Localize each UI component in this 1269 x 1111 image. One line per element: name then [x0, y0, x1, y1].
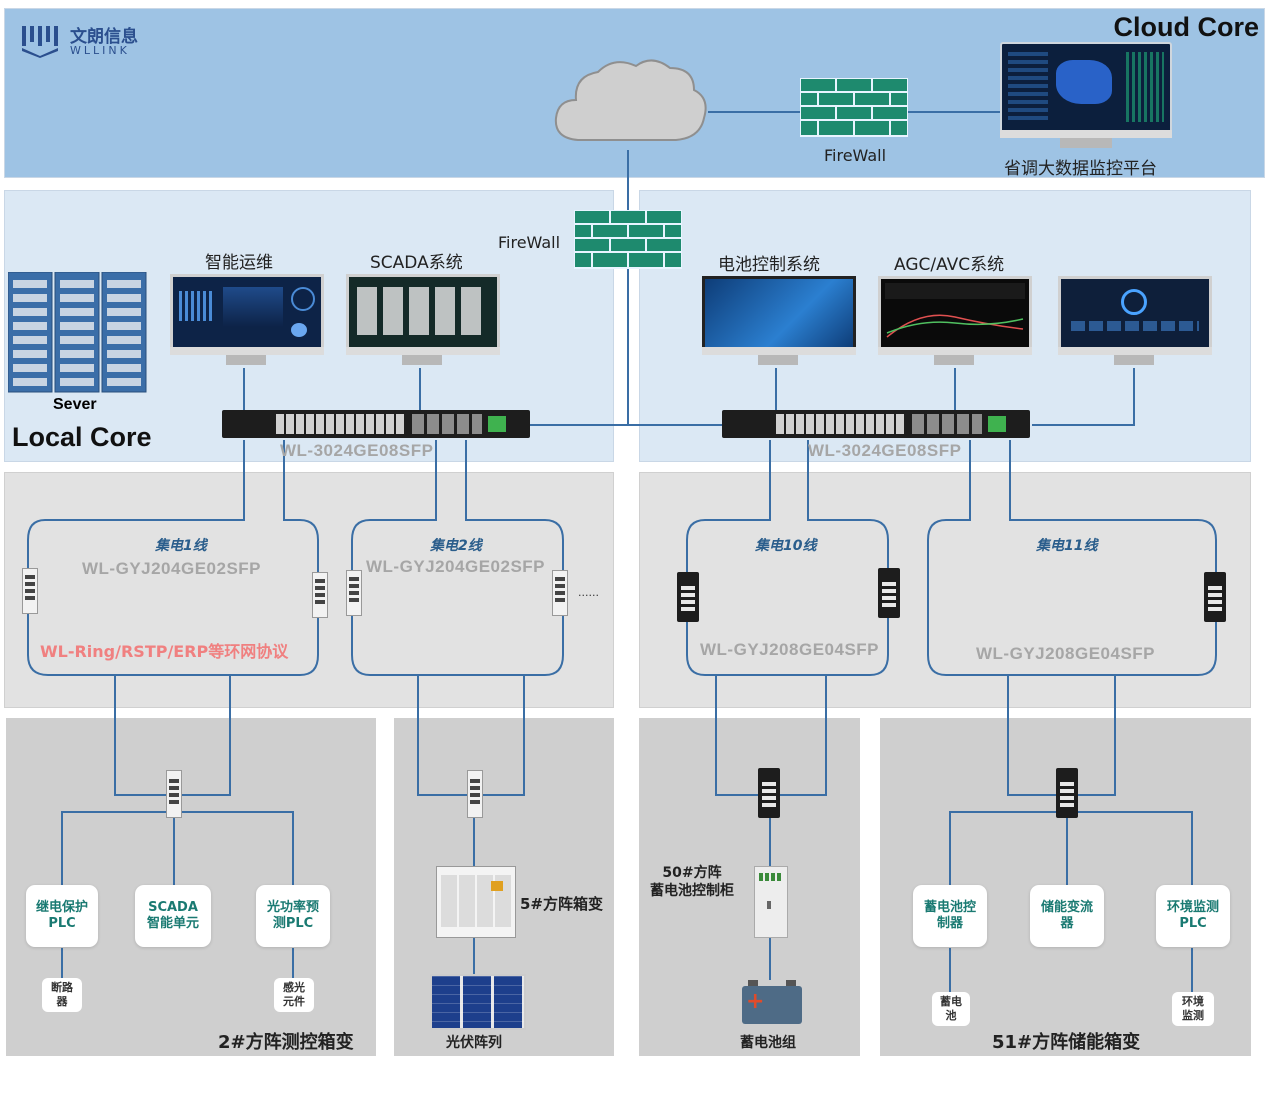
cloud-core-title: Cloud Core [1113, 12, 1260, 42]
box2-scada-unit: SCADA 智能单元 [135, 885, 211, 947]
local-firewall-label: FireWall [498, 233, 561, 252]
brand-logo: 文朗信息 WLLINK [20, 22, 138, 62]
ring1-model: WL-GYJ204GE02SFP [82, 559, 262, 578]
local-firewall-icon [574, 210, 682, 269]
ring-left-zone [4, 472, 614, 708]
core-switch-left [222, 410, 530, 438]
box2-switch [166, 770, 182, 818]
ring10-switch-a [677, 572, 699, 622]
ring-ellipsis: ...... [578, 586, 599, 599]
ring2-model: WL-GYJ204GE02SFP [366, 557, 546, 576]
core-switch-right-label: WL-3024GE08SFP [808, 441, 962, 460]
box5-transformer [436, 866, 516, 938]
ring10-loop [686, 440, 889, 676]
box51-bus [949, 811, 1193, 885]
brand-name-cn: 文朗信息 [70, 27, 138, 47]
ring1-loop [27, 440, 319, 676]
ring11-switch [1204, 572, 1226, 622]
agc-chart-icon [885, 283, 1025, 338]
box51-title: 51#方阵储能箱变 [992, 1032, 1141, 1053]
ring10-model: WL-GYJ208GE04SFP [700, 640, 880, 659]
cloud-icon [554, 59, 707, 141]
pv-array-label: 光伏阵列 [446, 1035, 502, 1051]
brand-name-en: WLLINK [70, 44, 130, 57]
box2-relay-plc: 继电保护 PLC [26, 885, 98, 947]
server-rack: Sever [7, 271, 148, 413]
ring-protocol-label: WL-Ring/RSTP/ERP等环网协议 [40, 642, 289, 661]
ring1-switch-a [22, 568, 38, 614]
box2-bus [61, 811, 294, 885]
box51-switch [1056, 768, 1078, 818]
box51-battery-controller: 蓄电池控 制器 [913, 885, 987, 947]
monitor-scada-label: SCADA系统 [370, 253, 463, 273]
ring2-name: 集电2线 [430, 538, 482, 554]
monitor-battery-label: 电池控制系统 [718, 255, 820, 275]
box2-breaker: 断路 器 [42, 978, 82, 1012]
platform-screen [1000, 42, 1172, 134]
box51-pcs: 储能变流 器 [1030, 885, 1104, 947]
server-icon [7, 271, 147, 393]
server-label: Sever [53, 396, 97, 413]
ring1-switch-b [312, 572, 328, 618]
ring2-loop [351, 440, 564, 676]
wllink-logo-icon [22, 26, 58, 58]
cloud-firewall-label: FireWall [824, 146, 887, 165]
cloud-firewall: FireWall [799, 77, 909, 165]
monitor-ops-label: 智能运维 [205, 253, 273, 273]
platform-label: 省调大数据监控平台 [1004, 159, 1157, 179]
pv-array-icon [430, 974, 526, 1030]
battery-control-cabinet [754, 866, 788, 938]
ring10-switch-b [878, 568, 900, 618]
box50-cabinet-label: 50#方阵 蓄电池控制柜 [650, 865, 734, 899]
battery-pack-label: 蓄电池组 [740, 1035, 796, 1051]
core-switch-left-label: WL-3024GE08SFP [280, 441, 434, 460]
core-switch-right [722, 410, 1030, 438]
box2-title: 2#方阵测控箱变 [218, 1032, 354, 1053]
monitor-agc-label: AGC/AVC系统 [894, 255, 1005, 275]
ring11-name: 集电11线 [1036, 538, 1098, 554]
ring11-model: WL-GYJ208GE04SFP [976, 644, 1156, 663]
battery-pack-icon: + [742, 980, 802, 1024]
ring1-name: 集电1线 [155, 538, 207, 554]
ring-right-zone [639, 472, 1251, 708]
box51-battery: 蓄电 池 [932, 992, 970, 1026]
ring2-switch-a [346, 570, 362, 616]
box2-power-forecast-plc: 光功率预 测PLC [256, 885, 330, 947]
ring2-switch-b [552, 570, 568, 616]
local-core-title: Local Core [12, 422, 152, 452]
box5-transformer-label: 5#方阵箱变 [520, 895, 604, 913]
ring11-loop [927, 440, 1217, 676]
box2-light-sensor: 感光 元件 [274, 978, 314, 1012]
firewall-icon [799, 77, 909, 137]
box5-switch [467, 770, 483, 818]
ring10-name: 集电10线 [755, 538, 817, 554]
box51-env-monitor: 环境 监测 [1172, 992, 1214, 1026]
box51-env-monitor-plc: 环境监测 PLC [1156, 885, 1230, 947]
box50-switch [758, 768, 780, 818]
link-monitor5 [1032, 368, 1135, 426]
